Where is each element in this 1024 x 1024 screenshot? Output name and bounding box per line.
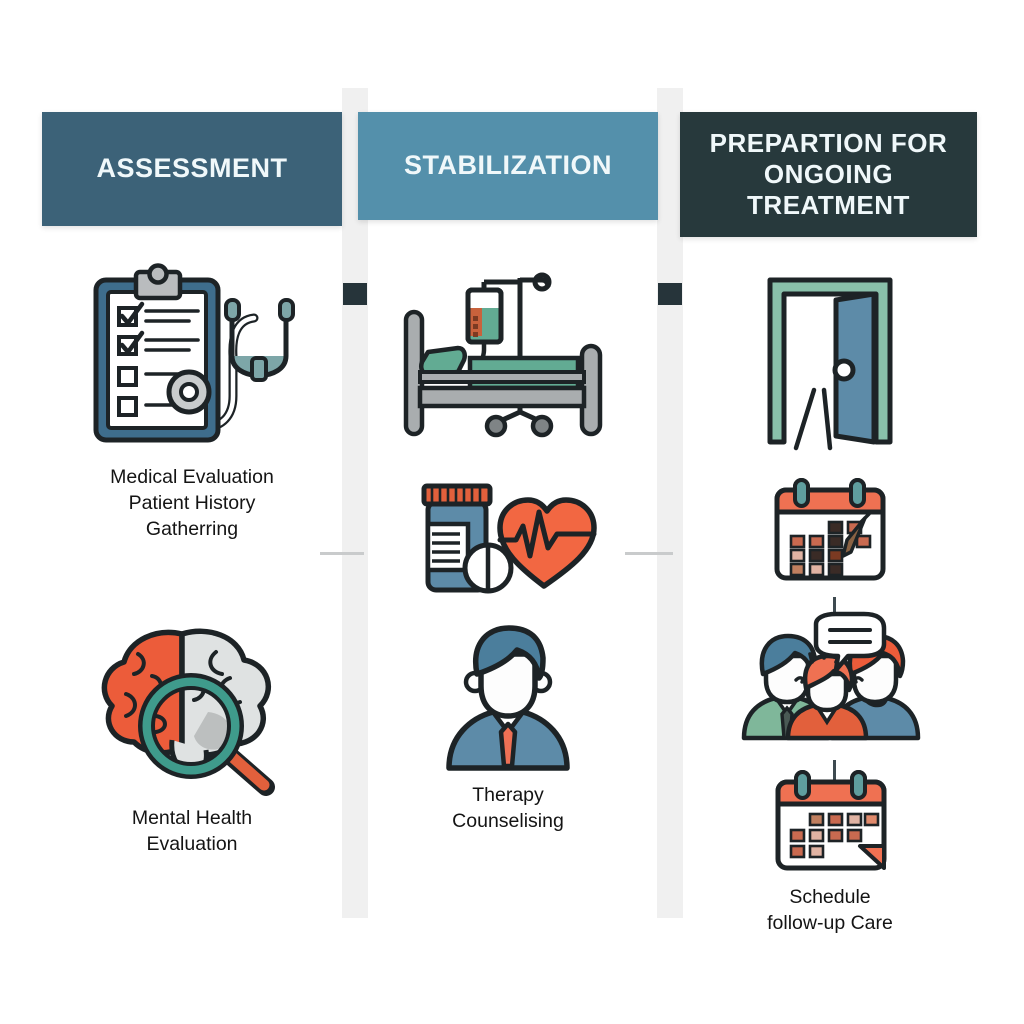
clipboard-checklist-stethoscope-icon (86, 263, 298, 454)
calendar-with-pen-icon (765, 478, 895, 586)
horizontal-connector-right (625, 552, 673, 555)
node-open-door (680, 266, 980, 458)
calendar-folded-corner-icon (766, 770, 894, 874)
column-header-stabilization-label: STABILIZATION (404, 150, 612, 181)
node-hospital-bed (358, 264, 658, 464)
pill-bottle-heartbeat-icon (410, 478, 606, 594)
column-divider-band-1 (342, 88, 368, 918)
node-medication-vitals (358, 478, 658, 604)
node-group-discussion (680, 611, 980, 750)
node-appointment-calendar (680, 478, 980, 596)
connector-node-1 (343, 283, 367, 305)
node-therapy-counseling: Therapy Counselising (358, 620, 658, 834)
column-header-preparation: PREPARTION FOR ONGOING TREATMENT (680, 112, 977, 237)
node-schedule-followup-care-label: Schedule follow-up Care (767, 886, 893, 935)
node-mental-health-evaluation-label: Mental Health Evaluation (131, 807, 253, 856)
brain-magnifier-icon (90, 620, 295, 796)
column-header-assessment-label: ASSESSMENT (96, 153, 288, 184)
node-schedule-followup-care: Schedule follow-up Care (680, 770, 980, 936)
column-header-preparation-label: PREPARTION FOR ONGOING TREATMENT (709, 128, 948, 220)
column-divider-band-2 (657, 88, 683, 918)
node-mental-health-evaluation: Mental Health Evaluation (42, 620, 342, 857)
node-medical-evaluation: Medical Evaluation Patient History Gathe… (42, 263, 342, 542)
column-assessment: Medical Evaluation Patient History Gathe… (42, 250, 342, 950)
node-medical-evaluation-label: Medical Evaluation Patient History Gathe… (110, 466, 274, 541)
group-discussion-speech-bubble-icon (732, 611, 928, 741)
horizontal-connector-left (320, 552, 364, 555)
column-header-stabilization: STABILIZATION (358, 112, 658, 220)
column-preparation: Schedule follow-up Care (680, 250, 980, 950)
therapist-person-icon (437, 620, 579, 772)
open-door-icon (740, 266, 920, 451)
column-stabilization: Therapy Counselising (358, 250, 658, 950)
node-therapy-counseling-label: Therapy Counselising (452, 784, 564, 833)
connector-node-2 (658, 283, 682, 305)
vertical-connector-group-to-calendar (833, 760, 836, 792)
hospital-bed-iv-drip-icon (392, 264, 624, 454)
column-header-assessment: ASSESSMENT (42, 112, 342, 226)
